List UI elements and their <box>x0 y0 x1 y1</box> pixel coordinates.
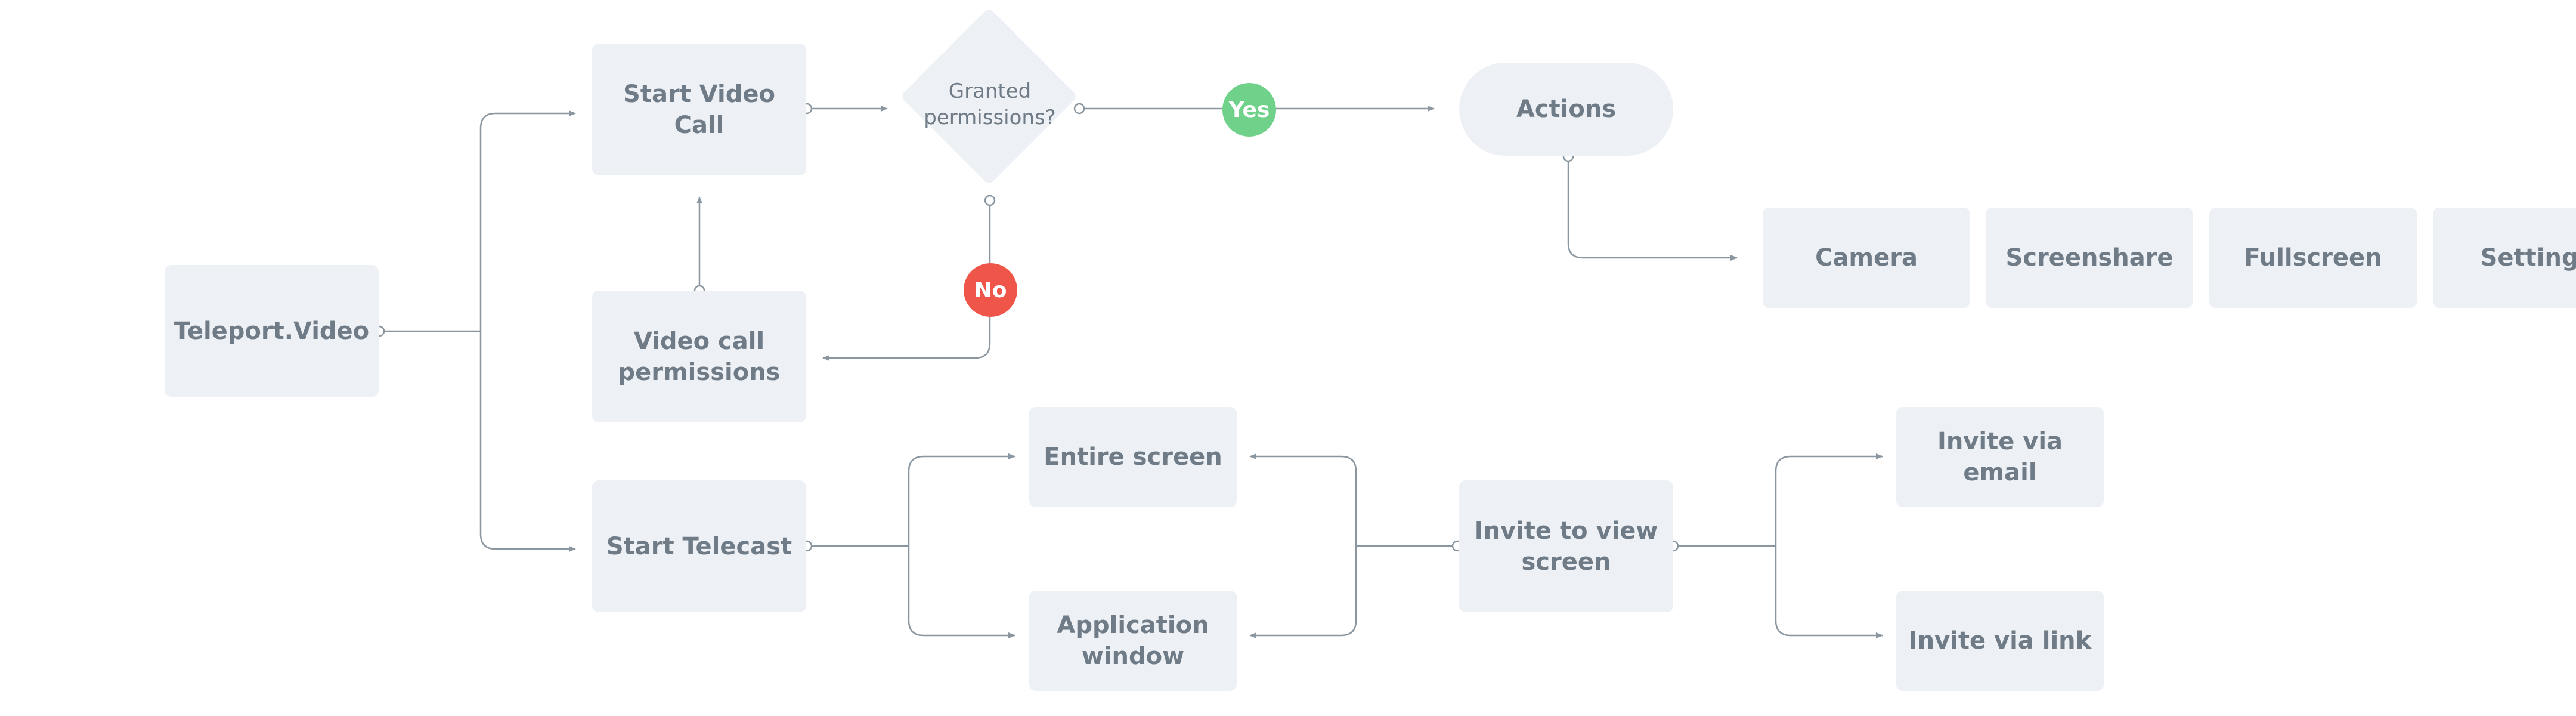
no-badge: No <box>964 263 1017 317</box>
node-invite-via-email: Invite via email <box>1896 407 2104 507</box>
connector-to-entire-screen <box>908 453 1015 546</box>
node-camera: Camera <box>1763 208 1970 308</box>
connector-invite-to-application-window <box>1249 546 1357 638</box>
connector-to-application-window <box>908 546 1015 638</box>
node-start-video-call: Start Video Call <box>592 44 806 175</box>
connector-decision-no <box>822 200 991 361</box>
node-start-telecast: Start Telecast <box>592 480 806 612</box>
port-decision-bottom <box>984 195 996 206</box>
connector-to-start-video-call <box>479 110 576 331</box>
connector-actions-to-controls <box>1567 156 1738 261</box>
node-teleport-video: Teleport.Video <box>165 265 379 397</box>
node-invite-via-link: Invite via link <box>1896 591 2104 691</box>
node-application-window: Application window <box>1029 591 1237 691</box>
node-fullscreen: Fullscreen <box>2209 208 2417 308</box>
connector-to-invite-link <box>1775 546 1883 638</box>
port-decision-right <box>1073 103 1085 115</box>
node-invite-to-view-screen: Invite to view screen <box>1459 480 1673 612</box>
node-actions: Actions <box>1459 63 1673 156</box>
node-video-call-permissions: Video call permissions <box>592 291 806 422</box>
connector-invite-to-entire-screen <box>1249 453 1357 546</box>
node-entire-screen: Entire screen <box>1029 407 1237 507</box>
node-screenshare: Screenshare <box>1986 208 2193 308</box>
yes-badge: Yes <box>1222 83 1276 137</box>
connector-to-invite-email <box>1775 453 1883 546</box>
connector-to-start-telecast <box>479 331 576 552</box>
decision-label: Granted permissions? <box>924 79 1056 129</box>
node-settings: Settings <box>2433 208 2576 308</box>
